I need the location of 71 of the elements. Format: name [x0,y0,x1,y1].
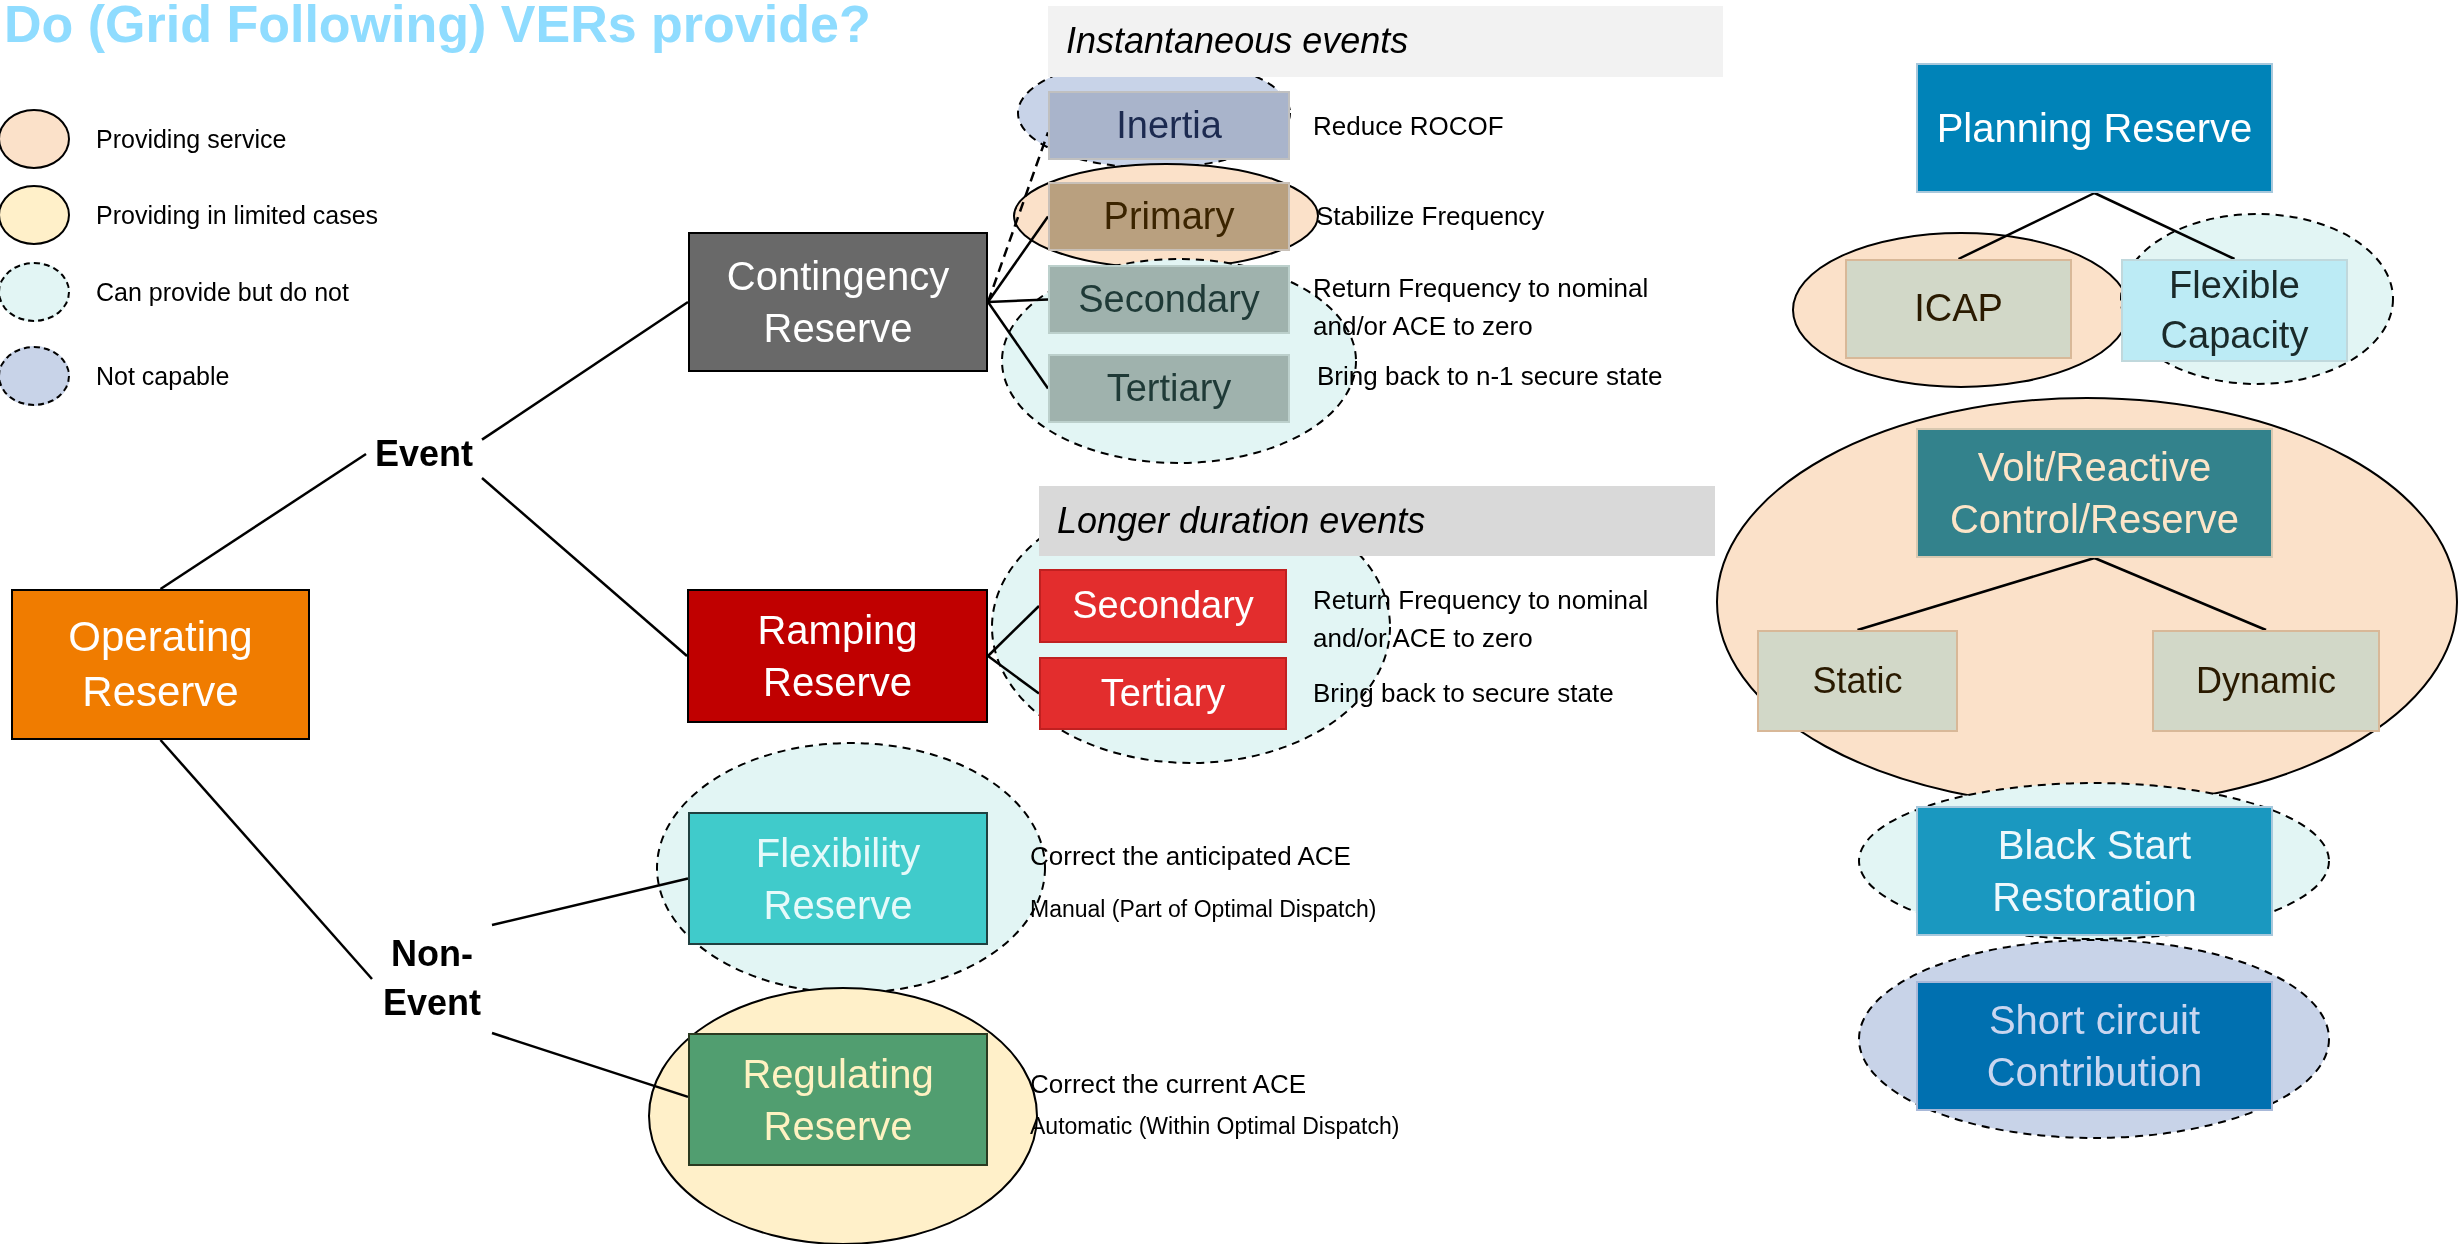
reserve-box [1916,806,2273,936]
legend-label: Not capable [96,364,230,389]
service-box [1048,265,1290,334]
reserve-box [688,232,988,372]
node-label: Black Start Restoration [1991,822,2198,921]
connector-line [1857,556,2095,632]
service-box [1039,569,1287,643]
node-label: Volt/Reactive Control/Reserve [1949,444,2240,543]
node-label: Inertia [1116,102,1222,148]
connector-line [987,298,1049,304]
legend-label: Providing in limited cases [96,203,379,228]
service-box [1757,630,1958,732]
node-label: Planning Reserve [1936,105,2253,152]
description-text: Return Frequency to nominal and/or ACE to zero [1313,584,1650,655]
category-label: Event [366,430,482,478]
connector-line [481,300,689,441]
node-label: Tertiary [1100,670,1226,716]
node-label: Operating Reserve [67,611,254,717]
description-text: Correct the current ACE [1030,1068,1307,1101]
description-text: Reduce ROCOF [1313,110,1505,143]
node-label: ICAP [1914,286,2003,332]
node-label: Static [1812,658,1903,703]
connector-line [159,739,373,980]
reserve-box [687,589,988,723]
node-label: Contingency Reserve [725,253,951,352]
connector-line [987,605,1040,657]
reserve-box [1916,428,2273,558]
reserve-box [1916,981,2273,1111]
node-label: Regulating Reserve [741,1050,935,1150]
connector-line [1957,191,2096,261]
node-label: Secondary [1078,276,1260,322]
node-label: Ramping Reserve [756,607,919,706]
node-label: Primary [1103,193,1235,239]
reserve-box [688,1033,988,1166]
description-text: Manual (Part of Optimal Dispatch) [1030,895,1378,924]
connector-line [2093,191,2236,261]
category-label: Non-Event [372,925,492,1033]
description-text: Return Frequency to nominal and/or ACE to zero [1313,272,1650,343]
connector-line [481,477,688,657]
reserve-box [1916,63,2273,193]
connector-line [987,655,1040,695]
section-header-band [1039,486,1715,556]
service-box [1039,657,1287,730]
node-label: Secondary [1072,583,1254,629]
node-label: Flexible Capacity [2159,263,2310,358]
node-label: Dynamic [2196,658,2336,703]
legend-label: Can provide but do not [96,280,349,305]
service-box [1048,354,1290,423]
service-box [1048,91,1290,160]
connector-line [491,877,689,927]
description-text: Correct the anticipated ACE [1030,840,1352,873]
description-text: Bring back to secure state [1313,677,1615,710]
reserve-box [11,589,310,740]
service-box [2121,259,2348,362]
description-text: Stabilize Frequency [1316,200,1546,233]
node-label: Short circuit Contribution [1985,997,2204,1096]
connector-line [491,1031,689,1099]
service-box [1845,259,2072,359]
connector-line [2094,556,2267,632]
diagram-title: Do (Grid Following) VERs provide? [4,0,871,55]
service-box [1048,182,1290,251]
service-box [2152,630,2380,732]
description-text: Bring back to n-1 secure state [1317,360,1664,393]
legend-label: Providing service [96,127,287,152]
connector-line [159,452,367,591]
reserve-box [688,812,988,945]
section-header-band [1048,6,1723,77]
node-label: Flexibility Reserve [754,829,922,929]
node-label: Tertiary [1106,365,1232,411]
node-label: Longer duration events [1057,498,1426,543]
node-label: Instantaneous events [1066,19,1409,64]
